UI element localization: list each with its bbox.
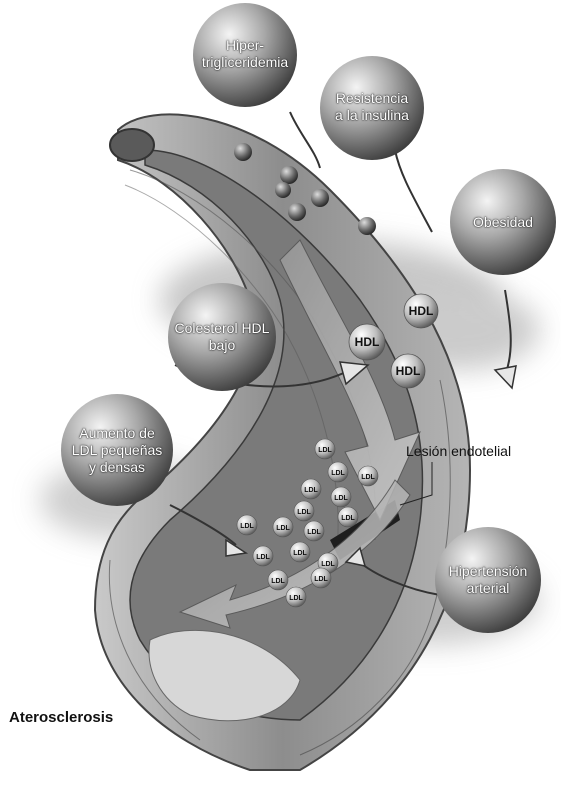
ldl-particle: LDL xyxy=(294,501,314,521)
svg-text:LDL: LDL xyxy=(334,495,348,502)
label-hipertension: Hipertensión arterial xyxy=(428,563,548,597)
ldl-particle: LDL xyxy=(331,487,351,507)
hdl-particle: HDL xyxy=(404,294,438,328)
svg-text:LDL: LDL xyxy=(314,576,328,583)
svg-text:HDL: HDL xyxy=(396,364,421,378)
ldl-particle: LDL xyxy=(315,439,335,459)
ldl-particle: LDL xyxy=(253,546,273,566)
label-resistencia-insulina: Resistencia a la insulina xyxy=(312,90,432,124)
svg-text:LDL: LDL xyxy=(276,525,290,532)
ldl-particle: LDL xyxy=(338,507,358,527)
label-lesion-endotelial: Lesión endotelial xyxy=(406,443,511,459)
ldl-particle: LDL xyxy=(290,542,310,562)
ldl-particle: LDL xyxy=(268,570,288,590)
svg-text:LDL: LDL xyxy=(361,474,375,481)
label-aterosclerosis: Aterosclerosis xyxy=(9,709,113,726)
ldl-particle: LDL xyxy=(311,568,331,588)
svg-text:LDL: LDL xyxy=(297,509,311,516)
svg-text:LDL: LDL xyxy=(256,554,270,561)
label-obesidad: Obesidad xyxy=(450,214,556,231)
label-colesterol-hdl-bajo: Colesterol HDL bajo xyxy=(160,320,284,354)
ldl-particle: LDL xyxy=(237,515,257,535)
svg-text:HDL: HDL xyxy=(355,335,380,349)
ldl-particle: LDL xyxy=(286,587,306,607)
ldl-particle: LDL xyxy=(301,479,321,499)
ldl-particle: LDL xyxy=(358,466,378,486)
svg-text:LDL: LDL xyxy=(289,595,303,602)
ldl-particle: LDL xyxy=(328,462,348,482)
label-aumento-ldl: Aumento de LDL pequeñas y densas xyxy=(57,425,177,476)
ldl-particle: LDL xyxy=(273,517,293,537)
hdl-particle: HDL xyxy=(391,354,425,388)
svg-text:LDL: LDL xyxy=(321,561,335,568)
svg-text:LDL: LDL xyxy=(304,487,318,494)
ldl-particle: LDL xyxy=(304,521,324,541)
label-hipertrigliceridemia: Hiper- trigliceridemia xyxy=(185,37,305,71)
hdl-particle: HDL xyxy=(349,324,385,360)
svg-text:LDL: LDL xyxy=(307,529,321,536)
svg-text:LDL: LDL xyxy=(240,523,254,530)
svg-text:LDL: LDL xyxy=(318,447,332,454)
svg-text:HDL: HDL xyxy=(409,304,434,318)
svg-text:LDL: LDL xyxy=(293,550,307,557)
svg-text:LDL: LDL xyxy=(341,515,355,522)
svg-text:LDL: LDL xyxy=(271,578,285,585)
svg-text:LDL: LDL xyxy=(331,470,345,477)
